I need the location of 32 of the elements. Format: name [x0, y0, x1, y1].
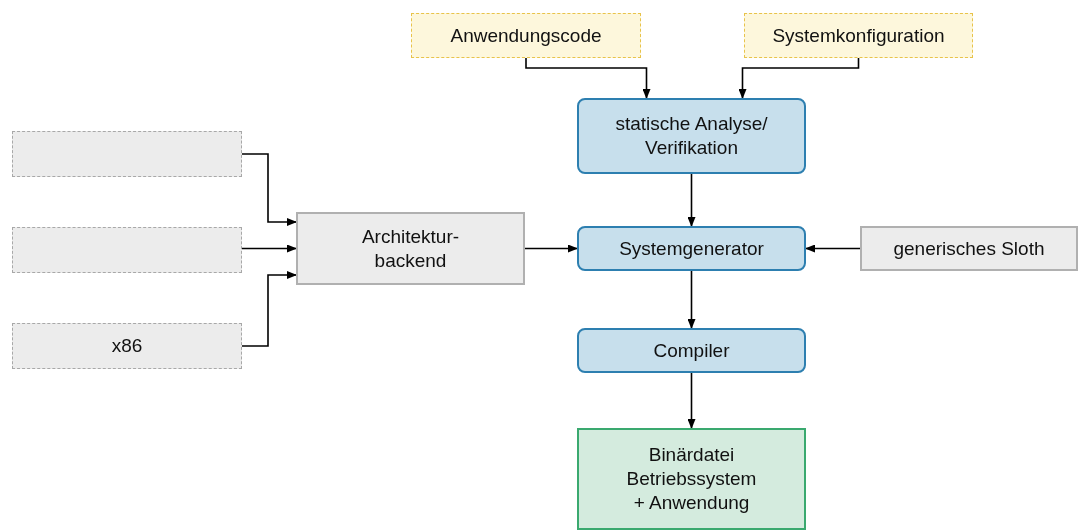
node-label: + Anwendung	[633, 491, 750, 515]
node-label: Binärdatei	[648, 443, 735, 467]
architecture-box	[12, 227, 242, 273]
architecture-box	[12, 131, 242, 177]
node-label: Systemkonfiguration	[772, 23, 945, 48]
arrow	[687, 372, 696, 429]
arrow	[738, 57, 860, 99]
node-label: x86	[111, 334, 143, 358]
arrow	[687, 173, 696, 227]
input-box	[411, 13, 641, 58]
arrow	[524, 244, 578, 253]
arrow	[241, 153, 297, 226]
node-label: Architektur- backend	[360, 224, 461, 273]
node-label: statische Analyse/ Verifikation	[614, 112, 769, 160]
arrow	[805, 244, 861, 253]
process-box	[577, 98, 806, 174]
arrow	[687, 270, 696, 329]
process-box	[577, 328, 806, 373]
node-label: generisches Sloth	[893, 236, 1045, 261]
arrow	[241, 244, 297, 253]
arrow	[241, 271, 297, 347]
component-box	[296, 212, 525, 285]
input-box	[744, 13, 973, 58]
output-box	[577, 428, 806, 530]
node-label: Systemgenerator	[619, 236, 764, 261]
component-box	[860, 226, 1078, 271]
node-label: Betriebssystem	[626, 467, 757, 491]
node-label: Compiler	[653, 338, 730, 363]
node-label: Anwendungscode	[450, 23, 602, 48]
arrow	[525, 57, 651, 99]
process-box	[577, 226, 806, 271]
architecture-box	[12, 323, 242, 369]
